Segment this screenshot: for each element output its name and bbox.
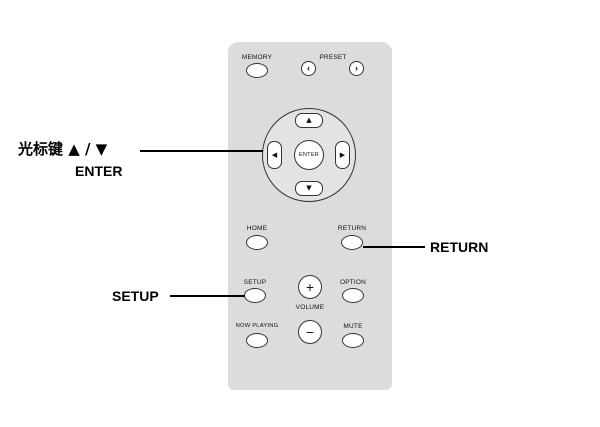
setup-button[interactable] [244, 288, 266, 303]
return-label: RETURN [337, 224, 367, 232]
enter-button-label: ENTER [298, 152, 320, 158]
preset-left-button[interactable]: ‹ [301, 61, 316, 76]
cursor-left-button[interactable]: ◀ [267, 141, 282, 169]
now-playing-button[interactable] [246, 333, 268, 348]
memory-label: MEMORY [241, 53, 273, 61]
option-label: OPTION [339, 278, 367, 286]
setup-callout-line [170, 295, 245, 297]
up-arrow-icon: ▲ [306, 116, 312, 124]
preset-right-button[interactable]: › [349, 61, 364, 76]
cursor-down-button[interactable]: ▼ [295, 181, 323, 196]
volume-label: VOLUME [295, 303, 325, 311]
volume-down-button[interactable]: − [298, 320, 322, 344]
down-arrow-icon: ▼ [306, 184, 312, 192]
volume-up-button[interactable]: + [298, 275, 322, 299]
enter-button[interactable]: ENTER [294, 140, 324, 170]
minus-icon: − [305, 324, 315, 340]
mute-button[interactable] [342, 333, 364, 348]
home-label: HOME [246, 224, 268, 232]
mute-label: MUTE [343, 322, 363, 330]
return-callout-label: RETURN [430, 239, 489, 255]
cursor-right-button[interactable]: ▶ [335, 141, 350, 169]
now-playing-label: NOW PLAYING [235, 323, 279, 330]
remote-control-panel: MEMORY PRESET ‹ › ▲ ▼ ◀ ▶ ENTER HOME RET… [228, 42, 392, 390]
return-callout-line [363, 246, 425, 248]
option-button[interactable] [342, 288, 364, 303]
setup-callout-label: SETUP [112, 288, 159, 304]
preset-left-icon: ‹ [307, 63, 310, 73]
return-button[interactable] [341, 235, 363, 250]
cursor-keys-callout-label: 光标键 ▲ / ▼ [18, 140, 108, 158]
enter-callout-label: ENTER [75, 163, 123, 179]
plus-icon: + [305, 279, 315, 295]
setup-label: SETUP [243, 278, 267, 286]
left-arrow-icon: ◀ [271, 150, 278, 159]
cursor-up-button[interactable]: ▲ [295, 113, 323, 128]
preset-right-icon: › [355, 63, 358, 73]
home-button[interactable] [246, 235, 268, 250]
cursor-callout-line [140, 150, 263, 152]
preset-label: PRESET [319, 53, 347, 61]
right-arrow-icon: ▶ [339, 150, 346, 159]
memory-button[interactable] [246, 63, 268, 78]
